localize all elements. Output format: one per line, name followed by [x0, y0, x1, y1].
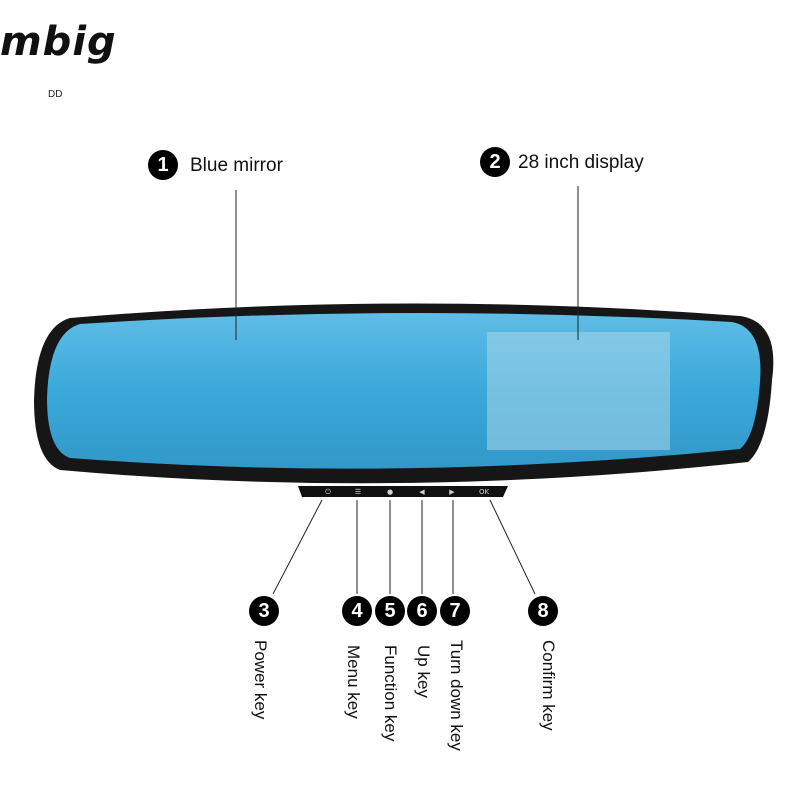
- control-strip: [298, 486, 508, 497]
- callout-badge-2: 2: [480, 147, 510, 177]
- callout-label-display: 28 inch display: [518, 152, 644, 173]
- callout-badge-4: 4: [342, 596, 372, 626]
- callout-label-function-key: Function key: [381, 645, 400, 742]
- brand-subtext: DD: [48, 89, 63, 100]
- up-arrow-icon: ◀: [419, 488, 425, 496]
- ok-icon: OK: [479, 488, 490, 496]
- callout-badge-7: 7: [440, 596, 470, 626]
- callout-badge-6: 6: [407, 596, 437, 626]
- callout-label-menu-key: Menu key: [344, 645, 363, 719]
- callout-label-power-key: Power key: [251, 640, 270, 720]
- callout-label-turn-down-key: Turn down key: [447, 640, 466, 751]
- power-icon: ⏻: [325, 488, 331, 496]
- callout-badge-8: 8: [528, 596, 558, 626]
- callout-badge-1: 1: [148, 150, 178, 180]
- callout-label-up-key: Up key: [414, 645, 433, 698]
- leader-line-3: [272, 499, 323, 595]
- display-area: [487, 332, 670, 450]
- brand-logo: mbig: [0, 19, 117, 65]
- callout-label-blue-mirror: Blue mirror: [190, 155, 283, 176]
- leader-line-8: [489, 499, 536, 595]
- down-arrow-icon: ▶: [449, 488, 455, 496]
- callout-badge-5: 5: [375, 596, 405, 626]
- callout-badge-3: 3: [249, 596, 279, 626]
- menu-icon: ☰: [355, 488, 361, 496]
- function-icon: ●: [387, 488, 393, 496]
- callout-label-confirm-key: Confirm key: [539, 640, 558, 731]
